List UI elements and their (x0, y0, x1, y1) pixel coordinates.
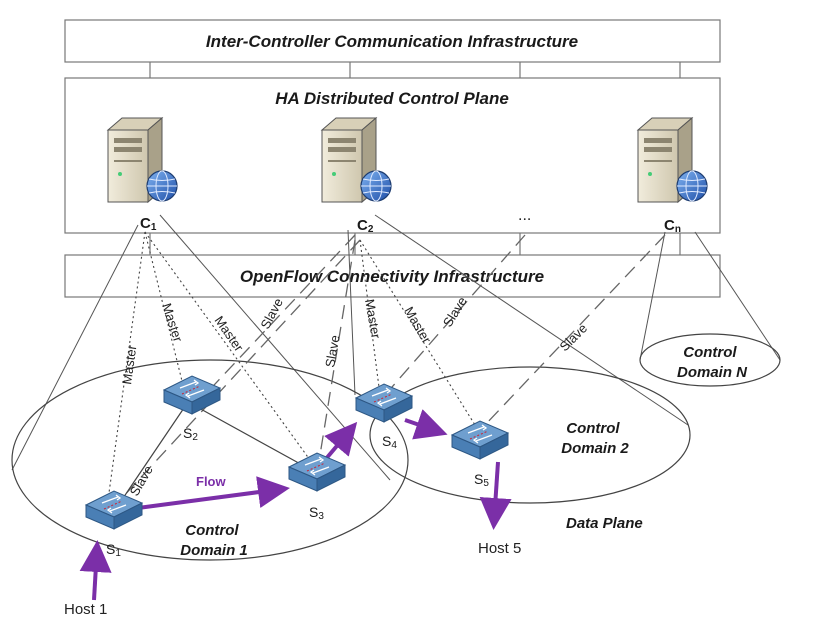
switch-links (114, 401, 316, 511)
openflow-title: OpenFlow Connectivity Infrastructure (240, 267, 544, 286)
more-controllers-ellipsis: ... (518, 207, 531, 224)
switch-icon (355, 383, 413, 423)
master-label-s5: Master (401, 304, 434, 346)
control-plane-layer: HA Distributed Control Plane (64, 77, 721, 234)
control-domain-1-label: Control Domain 1 (180, 522, 248, 559)
control-plane-title: HA Distributed Control Plane (275, 89, 509, 108)
globe-icon (676, 170, 708, 202)
master-links (107, 231, 476, 501)
layer-connectors (149, 62, 681, 78)
controller-c2: C2 (321, 117, 392, 235)
slave-label-s2: Slave (257, 296, 286, 332)
flow-arrow-host1-s1 (79, 540, 112, 601)
switch-label-s3: S3 (309, 504, 324, 522)
switch-s5: S5 (451, 420, 509, 489)
data-plane-label: Data Plane (566, 515, 643, 532)
globe-icon (360, 170, 392, 202)
flow-arrow-s4-s5 (404, 409, 448, 440)
switch-label-s1: S1 (106, 541, 121, 559)
switch-s1: S1 (85, 490, 143, 559)
flow-arrow-s5-host5 (479, 461, 512, 530)
slave-label-s3: Slave (322, 334, 342, 369)
switch-icon (451, 420, 509, 460)
slave-label-s5: Slave (557, 321, 591, 355)
control-domain-1-boundary (11, 359, 409, 561)
slave-label-s4: Slave (440, 294, 470, 330)
control-domain-n-label: Control Domain N (677, 344, 748, 381)
switch-icon (288, 452, 346, 492)
master-label-s1: Master (119, 343, 139, 385)
master-label-s4: Master (362, 298, 384, 340)
flow-arrow-s1-s3 (137, 476, 290, 510)
controller-cn: Cn (637, 117, 708, 235)
master-label-s3: Master (212, 313, 247, 355)
switch-label-s5: S5 (474, 471, 489, 489)
switch-label-s2: S2 (183, 425, 198, 443)
host-5-label: Host 5 (478, 540, 521, 557)
inter-controller-layer: Inter-Controller Communication Infrastru… (64, 19, 721, 63)
globe-icon (146, 170, 178, 202)
slave-links (119, 234, 666, 501)
switch-s2: S2 (163, 375, 221, 443)
slave-label-s1: Slave (127, 463, 156, 499)
switch-label-s4: S4 (382, 433, 397, 451)
openflow-connectors (149, 233, 681, 255)
host-1-label: Host 1 (64, 601, 107, 618)
control-domain-2-boundary (369, 366, 691, 504)
master-label-s2: Master (159, 301, 186, 344)
flow-label: Flow (196, 474, 226, 489)
switch-s4: S4 (355, 383, 413, 451)
controller-label-cn: Cn (664, 217, 681, 235)
switch-icon (85, 490, 143, 530)
controller-label-c2: C2 (357, 217, 374, 235)
flow-arrows (79, 409, 512, 601)
control-domain-n-boundary (639, 333, 781, 387)
control-domains (11, 333, 781, 561)
controller-c1: C1 (107, 117, 178, 233)
openflow-layer: OpenFlow Connectivity Infrastructure (64, 254, 721, 298)
switch-icon (163, 375, 221, 415)
control-domain-2-label: Control Domain 2 (561, 420, 629, 457)
flow-arrow-s3-s4 (323, 421, 358, 462)
switch-s3: S3 (288, 452, 346, 522)
controller-label-c1: C1 (140, 215, 157, 233)
inter-controller-title: Inter-Controller Communication Infrastru… (206, 32, 578, 51)
